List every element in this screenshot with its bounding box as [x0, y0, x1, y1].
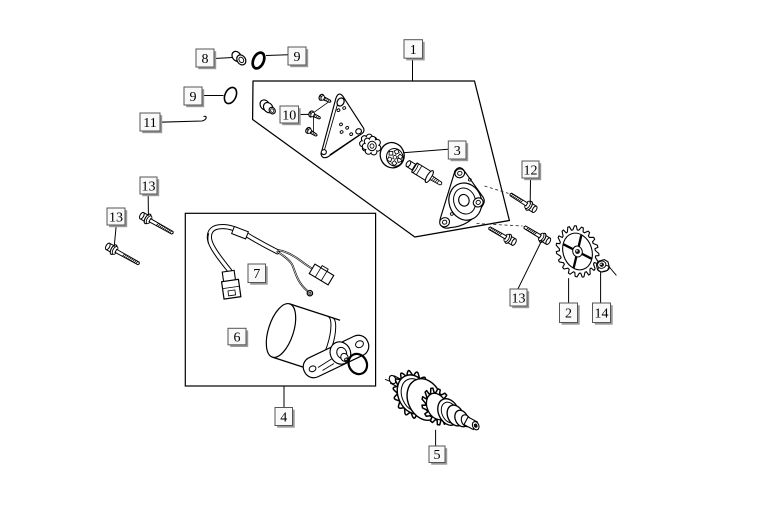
svg-text:10: 10: [282, 108, 296, 123]
svg-text:9: 9: [294, 50, 301, 65]
svg-text:13: 13: [512, 291, 526, 306]
svg-text:2: 2: [565, 307, 572, 322]
svg-text:9: 9: [190, 90, 197, 105]
svg-text:13: 13: [142, 179, 156, 194]
svg-text:7: 7: [253, 267, 260, 282]
svg-text:4: 4: [280, 410, 287, 425]
svg-text:11: 11: [143, 116, 156, 131]
svg-text:6: 6: [234, 330, 241, 345]
svg-text:1: 1: [410, 43, 417, 58]
svg-text:12: 12: [524, 163, 538, 178]
svg-text:14: 14: [595, 307, 609, 322]
svg-text:13: 13: [109, 210, 123, 225]
svg-text:5: 5: [434, 448, 441, 463]
svg-text:3: 3: [454, 144, 461, 159]
svg-text:8: 8: [202, 52, 209, 67]
